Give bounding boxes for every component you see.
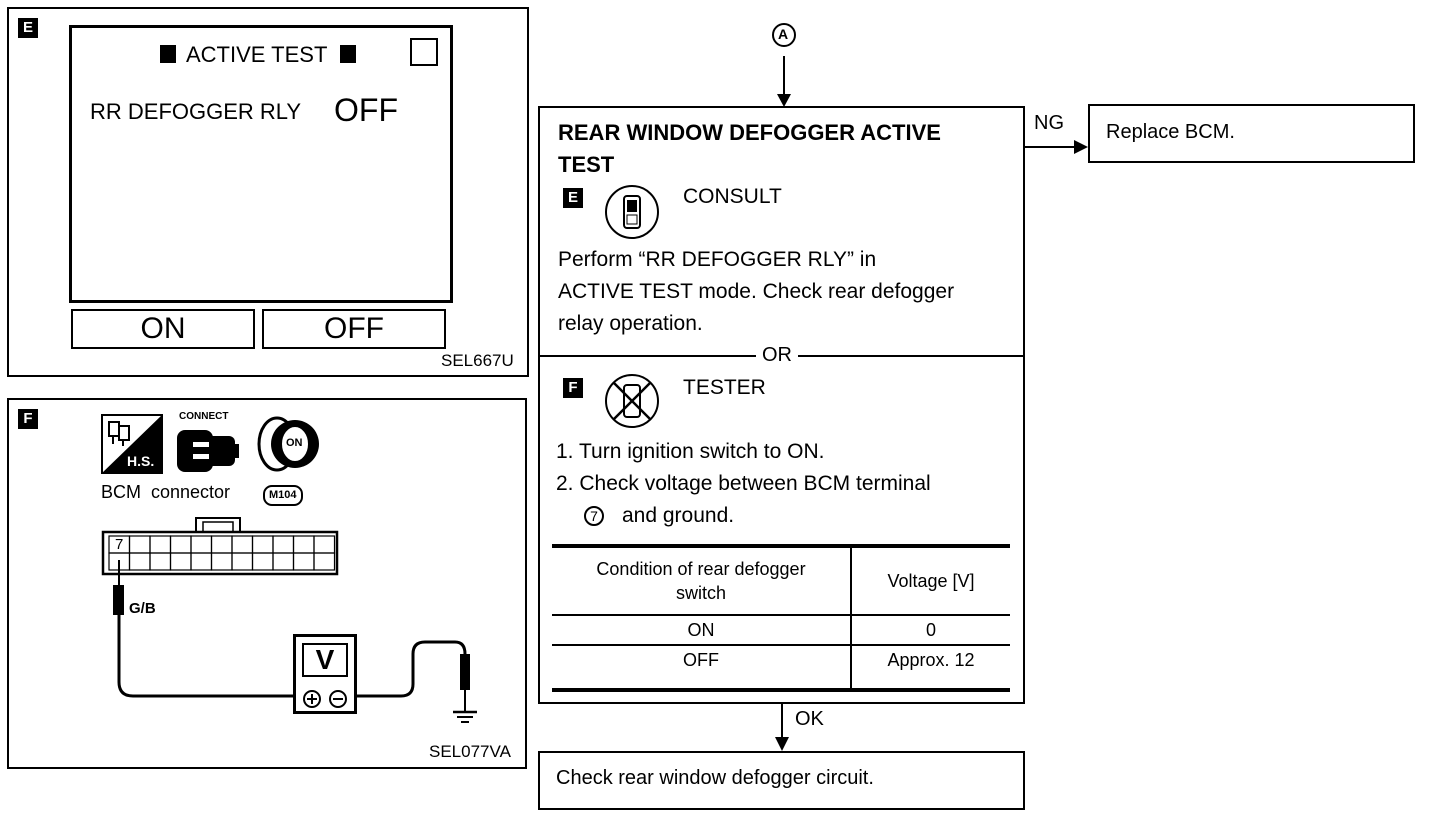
ok-action-text: Check rear window defogger circuit. xyxy=(556,767,874,789)
consult-screen: ACTIVE TEST RR DEFOGGER RLY OFF xyxy=(69,25,453,303)
active-test-item-value: OFF xyxy=(334,92,398,128)
row-voltage: 0 xyxy=(925,619,936,640)
panel-e: E ACTIVE TEST RR DEFOGGER RLY OFF ON OFF… xyxy=(7,7,529,377)
entry-marker: A xyxy=(778,26,789,42)
ng-label: NG xyxy=(1034,112,1064,134)
tester-step1: 1. Turn ignition switch to ON. xyxy=(556,440,825,463)
wire-color-label: G/B xyxy=(129,600,156,617)
hs-label: H.S. xyxy=(127,453,155,469)
panel-e-tag: E xyxy=(18,18,38,38)
table-row: OFF Approx. 12 xyxy=(552,645,1010,690)
screen-title: ACTIVE TEST xyxy=(186,42,328,67)
tester-prohibited-icon xyxy=(605,374,659,428)
consult-line3: relay operation. xyxy=(558,312,703,335)
or-label: OR xyxy=(756,344,798,367)
title-marker-right xyxy=(340,45,356,63)
consult-label: CONSULT xyxy=(683,185,782,208)
voltmeter: V xyxy=(293,634,357,714)
consult-device-icon xyxy=(605,185,659,239)
voltmeter-label: V xyxy=(315,644,335,675)
condition-table: Condition of rear defogger switch Voltag… xyxy=(552,544,1010,692)
tester-tag: F xyxy=(563,378,583,398)
ignition-on-icon xyxy=(257,416,319,472)
ng-action-text: Replace BCM. xyxy=(1106,121,1235,143)
bcm-connector xyxy=(101,517,339,576)
connector-cavity xyxy=(313,552,336,571)
terminal-pin-circle: 7 xyxy=(584,506,604,526)
voltmeter-display: V xyxy=(302,643,348,677)
connector-label: BCM connector xyxy=(101,482,231,502)
test-wiring xyxy=(113,560,477,723)
panel-f: F H.S. CONNECT ON BCM connector M104 7 xyxy=(7,398,527,769)
tester-step2a: 2. Check voltage between BCM terminal xyxy=(556,472,931,495)
header-condition: Condition of rear defogger switch xyxy=(552,546,852,615)
meter-terminals xyxy=(303,690,347,708)
header-voltage: Voltage [V] xyxy=(887,570,975,591)
main-title-line2: TEST xyxy=(558,152,615,177)
consult-tag: E xyxy=(563,188,583,208)
consult-line2: ACTIVE TEST mode. Check rear defogger xyxy=(558,280,955,303)
panel-f-tag: F xyxy=(18,409,38,429)
header-condition-line1: Condition of rear defogger xyxy=(596,559,806,579)
table-row: ON 0 xyxy=(552,615,1010,645)
connector-id-badge: M104 xyxy=(263,485,303,506)
row-condition: ON xyxy=(552,615,852,645)
active-test-item-label: RR DEFOGGER RLY xyxy=(90,99,302,124)
screen-checkbox[interactable] xyxy=(410,38,438,66)
ng-action-box: Replace BCM. xyxy=(1088,104,1415,163)
main-check-box: REAR WINDOW DEFOGGER ACTIVE TEST E CONSU… xyxy=(538,106,1025,704)
table-header-row: Condition of rear defogger switch Voltag… xyxy=(552,546,1010,615)
pin-number: 7 xyxy=(115,536,124,553)
row-condition: OFF xyxy=(552,645,852,690)
on-button[interactable]: ON xyxy=(71,309,255,349)
connect-label: CONNECT xyxy=(179,411,229,422)
off-button[interactable]: OFF xyxy=(262,309,446,349)
header-condition-line2: switch xyxy=(675,583,726,603)
ok-label: OK xyxy=(795,708,824,730)
panel-e-ref-code: SEL667U xyxy=(441,351,514,370)
panel-f-ref-code: SEL077VA xyxy=(429,742,511,761)
tester-label: TESTER xyxy=(683,376,766,399)
main-title-line1: REAR WINDOW DEFOGGER ACTIVE xyxy=(558,120,941,145)
harness-disconnect-icon: H.S. xyxy=(101,414,163,474)
ignition-on-label: ON xyxy=(286,437,303,449)
row-voltage: Approx. 12 xyxy=(887,650,975,670)
consult-line1: Perform “RR DEFOGGER RLY” in xyxy=(558,248,877,271)
title-marker-left xyxy=(160,45,176,63)
tester-step2b: and ground. xyxy=(622,504,735,527)
connect-icon xyxy=(177,430,239,472)
ok-action-box: Check rear window defogger circuit. xyxy=(538,751,1025,810)
